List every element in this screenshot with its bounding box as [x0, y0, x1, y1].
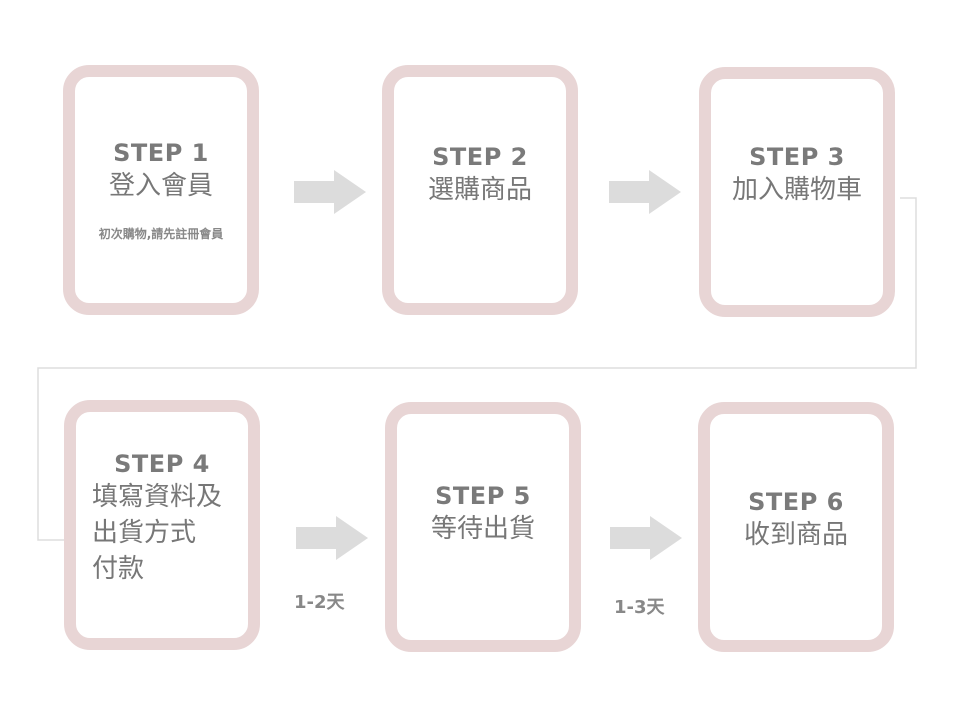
arrow-step4-to-step5 [296, 516, 368, 560]
arrow-step5-to-step6 [610, 516, 682, 560]
step-6-title: 收到商品 [743, 520, 848, 550]
step-4-title-line-3: 付款 [92, 554, 145, 584]
step-4-title-line-1: 填寫資料及 [92, 482, 223, 512]
step-6-label: STEP 6 [748, 488, 844, 516]
step-2-card: STEP 2 選購商品 [382, 65, 578, 315]
step-4-title-line-2: 出貨方式 [92, 518, 197, 548]
step-4-card: STEP 4 填寫資料及 出貨方式 付款 [64, 400, 260, 650]
arrow-step1-to-step2 [294, 170, 366, 214]
step-3-label: STEP 3 [749, 143, 845, 171]
step-1-note: 初次購物,請先註冊會員 [98, 227, 224, 241]
step-5-card: STEP 5 等待出貨 [385, 402, 581, 652]
duration-label-1: 1-2天 [294, 592, 345, 613]
step-2-title: 選購商品 [427, 175, 532, 205]
step-6-card: STEP 6 收到商品 [698, 402, 894, 652]
step-1-title: 登入會員 [108, 171, 213, 201]
step-1-label: STEP 1 [113, 139, 209, 167]
arrow-step2-to-step3 [609, 170, 681, 214]
step-5-title: 等待出貨 [430, 514, 535, 544]
step-1-card: STEP 1 登入會員 初次購物,請先註冊會員 [63, 65, 259, 315]
step-2-label: STEP 2 [432, 143, 528, 171]
step-3-title: 加入購物車 [731, 175, 862, 205]
step-5-label: STEP 5 [435, 482, 531, 510]
step-3-card: STEP 3 加入購物車 [699, 67, 895, 317]
duration-label-2: 1-3天 [614, 597, 665, 618]
step-4-label: STEP 4 [114, 450, 210, 478]
